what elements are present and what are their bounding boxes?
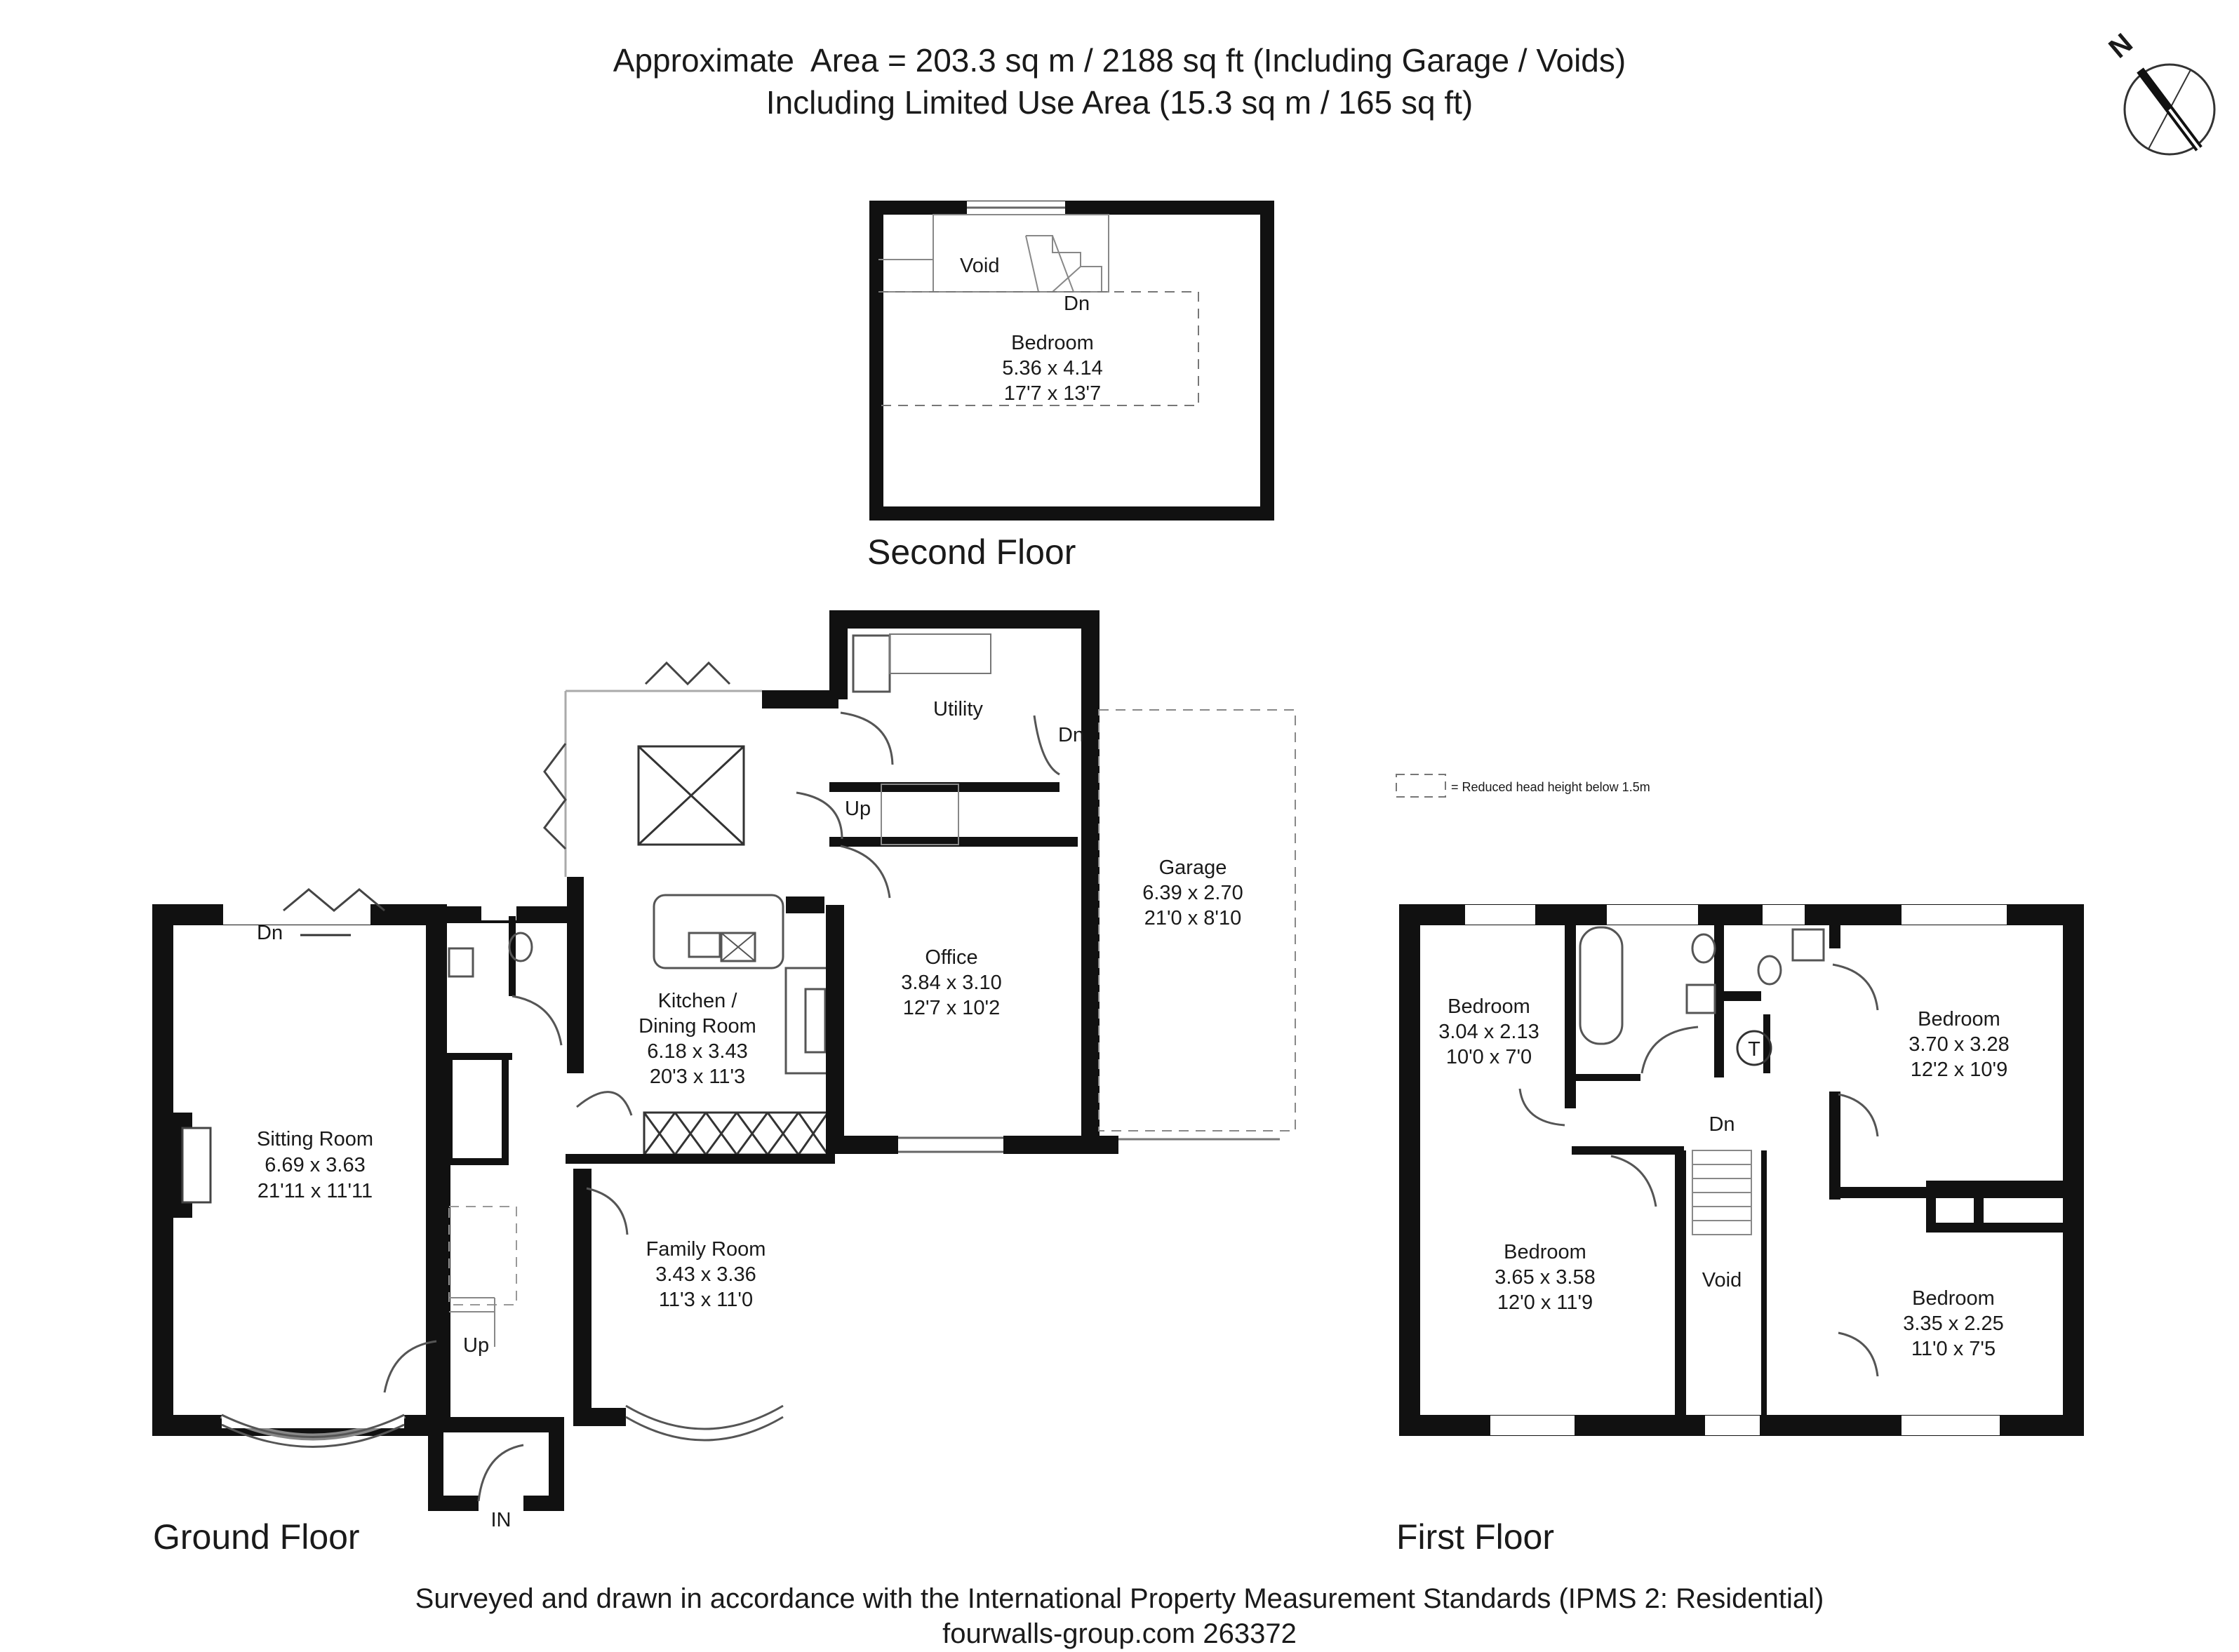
first-floor-label: First Floor <box>1396 1517 1554 1557</box>
kitchen-name-line-1: Kitchen / <box>658 990 738 1012</box>
compass-letter: N <box>2103 27 2138 64</box>
bedroom-2-imperial: 12'2 x 10'9 <box>1911 1059 2007 1081</box>
first-floor-plan: T Dn Void Bedroom 3.04 x 2.13 10'0 x 7'0… <box>1399 904 2084 1436</box>
second-floor-label: Second Floor <box>867 532 1076 572</box>
utility-sink-icon <box>852 634 891 693</box>
ensuite-basin-icon <box>1791 928 1825 962</box>
bedroom-1-imperial: 10'0 x 7'0 <box>1446 1046 1532 1068</box>
office-metric: 3.84 x 3.10 <box>901 972 1002 994</box>
area-summary-line-2: Including Limited Use Area (15.3 sq m / … <box>766 84 1473 121</box>
garage-room: Garage 6.39 x 2.70 21'0 x 8'10 <box>1081 709 1296 1154</box>
bedroom-3-name: Bedroom <box>1504 1241 1586 1263</box>
office-room: Office 3.84 x 3.10 12'7 x 10'2 <box>826 842 1100 1155</box>
ground-floor-plan: Dn Sitting Room 6.69 x 3.63 21'11 x 11'1… <box>152 610 1296 1531</box>
garage-imperial: 21'0 x 8'10 <box>1144 907 1241 929</box>
bedroom-3-metric: 3.65 x 3.58 <box>1495 1266 1596 1289</box>
kitchen-imperial: 20'3 x 11'3 <box>650 1066 745 1088</box>
second-floor-bedroom-imperial: 17'7 x 13'7 <box>1004 382 1101 405</box>
sitting-room-name: Sitting Room <box>257 1128 373 1150</box>
wc-toilet-icon <box>508 932 533 962</box>
kitchen-units-icon <box>643 1111 829 1156</box>
second-floor-stair-void <box>878 214 1109 293</box>
office-name: Office <box>925 946 977 969</box>
ground-floor-label: Ground Floor <box>153 1517 360 1557</box>
second-floor-dn-label: Dn <box>1064 293 1090 315</box>
bedroom-1-name: Bedroom <box>1448 995 1530 1018</box>
basin-icon <box>1685 983 1716 1014</box>
second-floor-bedroom-metric: 5.36 x 4.14 <box>1002 357 1103 380</box>
legend-text: = Reduced head height below 1.5m <box>1451 780 1650 794</box>
first-floor-dn-label: Dn <box>1709 1113 1735 1136</box>
footer-standards-note: Surveyed and drawn in accordance with th… <box>415 1583 1824 1614</box>
tank-label: T <box>1748 1038 1760 1061</box>
sitting-room: Dn Sitting Room 6.69 x 3.63 21'11 x 11'1… <box>152 888 447 1448</box>
family-room: Family Room 3.43 x 3.36 11'3 x 11'0 <box>573 1169 784 1442</box>
first-floor-void-label: Void <box>1702 1269 1742 1291</box>
family-room-metric: 3.43 x 3.36 <box>655 1263 756 1286</box>
bedroom-4-metric: 3.35 x 2.25 <box>1903 1312 2004 1335</box>
bedroom-3-imperial: 12'0 x 11'9 <box>1497 1291 1593 1314</box>
second-floor-bedroom-name: Bedroom <box>1011 332 1094 354</box>
footer-reference: fourwalls-group.com 263372 <box>942 1618 1297 1649</box>
hallway-and-wc: Up IN <box>383 877 584 1531</box>
entrance-label: IN <box>491 1509 512 1531</box>
second-floor-walls <box>869 201 1274 521</box>
hob-icon <box>804 988 827 1054</box>
wc-basin-icon <box>448 947 474 978</box>
kitchen-metric: 6.18 x 3.43 <box>647 1040 748 1063</box>
area-summary-line-1: Approximate Area = 203.3 sq m / 2188 sq … <box>613 42 1626 79</box>
bedroom-2-name: Bedroom <box>1918 1008 2000 1030</box>
sitting-room-metric: 6.69 x 3.63 <box>265 1154 366 1176</box>
legend-dashed-box <box>1396 774 1446 798</box>
office-imperial: 12'7 x 10'2 <box>903 997 1000 1019</box>
garage-metric: 6.39 x 2.70 <box>1142 882 1243 904</box>
sitting-room-imperial: 21'11 x 11'11 <box>258 1180 373 1202</box>
ensuite-toilet-icon <box>1757 955 1782 986</box>
utility-name: Utility <box>933 698 983 720</box>
water-tank-icon <box>1736 1030 1772 1066</box>
bath-icon <box>1579 926 1624 1045</box>
legend: = Reduced head height below 1.5m <box>1396 774 1650 798</box>
rooflight-icon <box>637 745 745 846</box>
toilet-icon <box>1691 933 1716 964</box>
kitchen-island-icon <box>653 894 784 969</box>
garage-dn-label: Dn <box>1058 724 1084 746</box>
family-room-name: Family Room <box>646 1238 766 1261</box>
kitchen-dining-room: Kitchen / Dining Room 6.18 x 3.43 20'3 x… <box>543 661 838 1164</box>
second-floor-void-label: Void <box>960 255 999 277</box>
family-room-imperial: 11'3 x 11'0 <box>659 1289 753 1311</box>
bedroom-4-imperial: 11'0 x 7'5 <box>1911 1338 1996 1360</box>
second-floor-plan: Void Dn Bedroom 5.36 x 4.14 17'7 x 13'7 <box>869 201 1274 521</box>
sitting-room-dn-label: Dn <box>257 922 283 944</box>
kitchen-up-label: Up <box>845 798 871 820</box>
bedroom-2-metric: 3.70 x 3.28 <box>1909 1033 2010 1056</box>
hall-up-label: Up <box>463 1334 489 1357</box>
bedroom-1-metric: 3.04 x 2.13 <box>1438 1021 1539 1043</box>
second-floor-limited-height-zone <box>878 291 1199 406</box>
utility-room: Utility Dn Up <box>796 610 1100 847</box>
bedroom-4-name: Bedroom <box>1912 1287 1995 1310</box>
garage-name: Garage <box>1159 857 1227 879</box>
north-compass-icon: N <box>2103 27 2216 156</box>
kitchen-name-line-2: Dining Room <box>639 1015 756 1037</box>
